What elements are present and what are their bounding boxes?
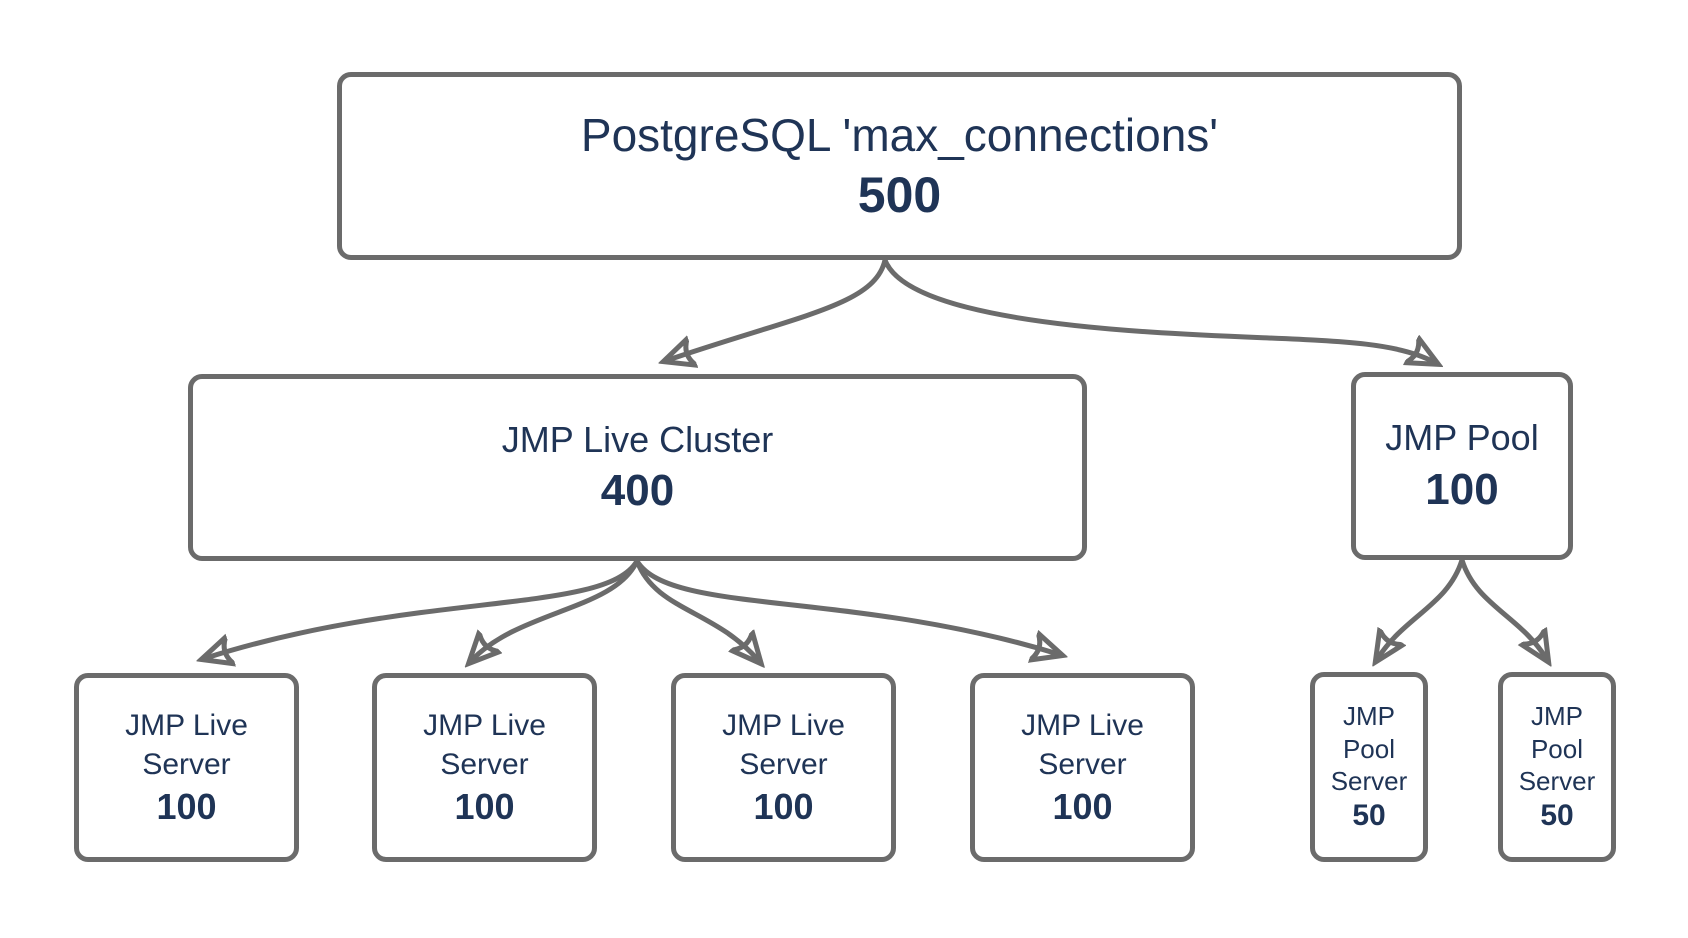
node-value: 500 (857, 166, 942, 223)
node-value: 50 (1540, 798, 1574, 832)
node-value: 100 (156, 786, 217, 827)
node-label: JMP Live Server (125, 709, 248, 781)
node-label: JMP Pool Server (1518, 701, 1596, 797)
node-jmp-live-server-4: JMP Live Server 100 (970, 673, 1195, 862)
edge-cluster-to-live-server-3 (634, 558, 758, 660)
node-jmp-live-server-1: JMP Live Server 100 (74, 673, 299, 862)
node-postgresql-max-connections: PostgreSQL 'max_connections' 500 (337, 72, 1462, 260)
edge-pool-to-pool-server-1 (1378, 557, 1465, 658)
node-label: JMP Live Server (423, 709, 546, 781)
node-jmp-pool-server-2: JMP Pool Server 50 (1498, 672, 1616, 862)
edge-cluster-to-live-server-1 (206, 558, 640, 658)
node-jmp-live-server-3: JMP Live Server 100 (671, 673, 896, 862)
node-label: JMP Pool (1385, 417, 1539, 459)
edge-pool-to-pool-server-2 (1459, 557, 1546, 658)
edge-root-to-cluster (668, 257, 888, 360)
edge-cluster-to-live-server-4 (634, 558, 1058, 654)
node-jmp-live-server-2: JMP Live Server 100 (372, 673, 597, 862)
node-label: JMP Live Server (722, 709, 845, 781)
node-value: 100 (753, 786, 814, 827)
node-value: 100 (1425, 464, 1499, 514)
node-jmp-pool: JMP Pool 100 (1351, 372, 1573, 560)
node-jmp-live-cluster: JMP Live Cluster 400 (188, 374, 1087, 561)
node-label: JMP Live Cluster (501, 418, 774, 460)
node-value: 100 (1052, 786, 1113, 827)
node-label: JMP Pool Server (1330, 701, 1408, 797)
node-label: JMP Live Server (1021, 709, 1144, 781)
node-value: 100 (454, 786, 515, 827)
node-value: 400 (600, 466, 675, 516)
edge-root-to-pool (882, 257, 1434, 362)
node-label: PostgreSQL 'max_connections' (580, 109, 1219, 162)
node-value: 50 (1352, 798, 1386, 832)
edge-cluster-to-live-server-2 (472, 558, 640, 660)
node-jmp-pool-server-1: JMP Pool Server 50 (1310, 672, 1428, 862)
